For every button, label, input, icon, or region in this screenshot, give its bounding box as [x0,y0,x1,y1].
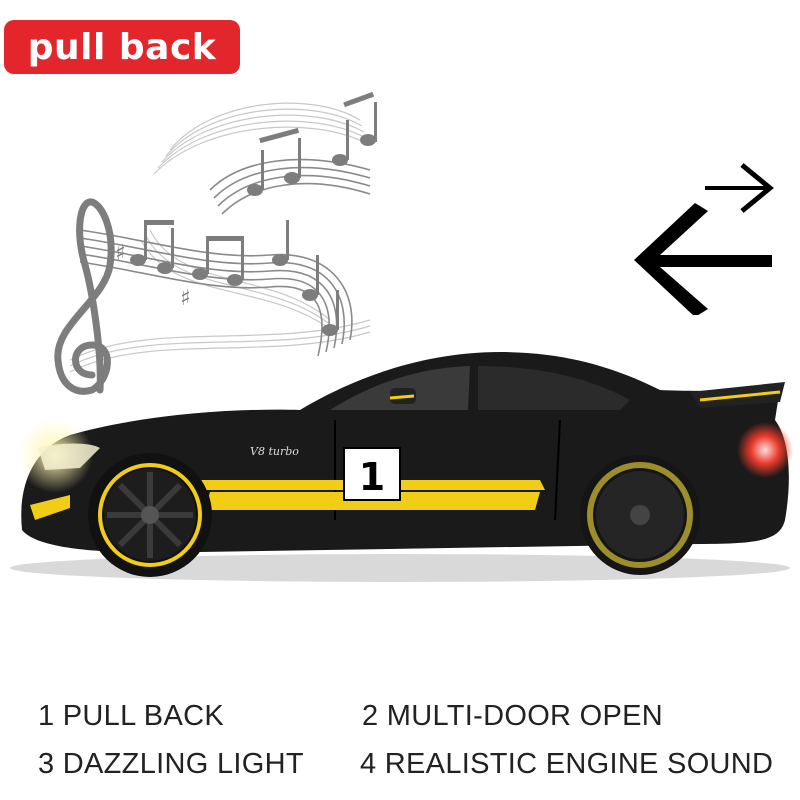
feature-multi-door-open: 2 MULTI-DOOR OPEN [362,700,664,732]
toy-car-image: 1 V8 turbo [10,352,793,582]
door-number: 1 [359,455,385,499]
feature-engine-sound: 4 REALISTIC ENGINE SOUND [360,748,774,780]
pull-back-badge-label: pull back [27,26,217,68]
feature-list: 1 PULL BACK 2 MULTI-DOOR OPEN 3 DAZZLING… [0,690,800,800]
music-notes-icon: ♯ ♯ [54,91,377,395]
treble-clef-icon [54,198,115,395]
swap-arrows-icon [634,163,774,315]
pull-back-badge: pull back [4,20,240,74]
svg-text:♯: ♯ [115,241,126,266]
svg-text:♯: ♯ [180,286,191,311]
feature-dazzling-light: 3 DAZZLING LIGHT [38,748,304,780]
car-script-badge: V8 turbo [250,445,299,458]
feature-pull-back: 1 PULL BACK [38,700,224,732]
